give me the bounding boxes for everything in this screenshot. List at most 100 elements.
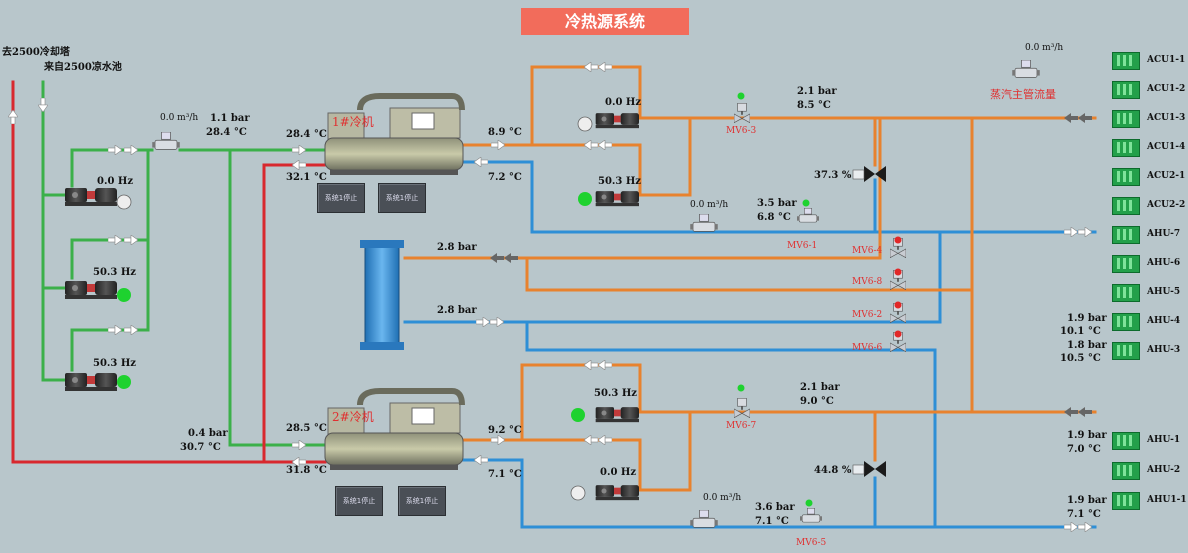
chiller-1-cw-in-temp: 28.4 °C (286, 129, 327, 140)
upper-return-pressure: 3.5 bar (757, 198, 797, 209)
chiller-2-cw-out-temp: 31.8 °C (286, 465, 327, 476)
cooling-pump-3-status (117, 375, 131, 389)
valve-mv6-3-label: MV6-3 (726, 126, 757, 136)
chiller-1-stop-button-1[interactable]: 系统1停止 (317, 183, 365, 213)
unit-acu1-4-icon[interactable] (1112, 139, 1140, 157)
valve-mv6-2-label: MV6-2 (852, 310, 883, 320)
steam-flow-meter (1012, 60, 1040, 78)
cooling-pump-3-freq: 50.3 Hz (93, 358, 136, 369)
chilled-pump-2[interactable] (595, 191, 639, 207)
unit-ahu-5-icon[interactable] (1112, 284, 1140, 302)
bypass-valve-lower[interactable] (852, 461, 886, 477)
ahu11-temp: 7.1 °C (1067, 509, 1101, 520)
cooling-pump-1-status (116, 194, 132, 210)
cooling-pump-1-freq: 0.0 Hz (97, 176, 134, 187)
upper-return-flow: 0.0 m³/h (690, 200, 729, 210)
steam-flow-reading: 0.0 m³/h (1025, 43, 1064, 53)
cooling-temp-reading: 28.4 °C (206, 127, 247, 138)
ahu4-pressure: 1.9 bar (1067, 313, 1107, 324)
cooling-pump-1[interactable] (65, 188, 117, 206)
unit-ahu-6-label: AHU-6 (1147, 258, 1181, 268)
chiller-1-chw-return-temp: 8.9 °C (488, 127, 522, 138)
chilled-pump-4-freq: 0.0 Hz (600, 467, 637, 478)
unit-ahu-3-label: AHU-3 (1147, 345, 1181, 355)
cooling-flow-reading: 0.0 m³/h (160, 113, 199, 123)
ahu1-temp: 7.0 °C (1067, 444, 1101, 455)
chilled-pump-1-freq: 0.0 Hz (605, 97, 642, 108)
unit-acu1-1-icon[interactable] (1112, 52, 1140, 70)
bypass-valve-upper[interactable] (852, 166, 886, 182)
unit-acu2-1-icon[interactable] (1112, 168, 1140, 186)
from-pool-label: 来自2500凉水池 (44, 62, 122, 73)
unit-ahu-4-icon[interactable] (1112, 313, 1140, 331)
unit-ahu-1-icon[interactable] (1112, 432, 1140, 450)
return-flow-meter-2 (690, 510, 718, 528)
unit-acu1-3-icon[interactable] (1112, 110, 1140, 128)
valve-mv6-7-label: MV6-7 (726, 421, 757, 431)
ahu11-pressure: 1.9 bar (1067, 495, 1107, 506)
cooling-pressure-reading: 1.1 bar (210, 113, 250, 124)
hx-pressure-bottom: 2.8 bar (437, 305, 477, 316)
chilled-pump-3[interactable] (595, 407, 639, 423)
unit-ahu-7-icon[interactable] (1112, 226, 1140, 244)
ahu1-pressure: 1.9 bar (1067, 430, 1107, 441)
chiller-1-label: 1#冷机 (332, 115, 374, 129)
chilled-pump-1[interactable] (595, 113, 639, 129)
lower-return-flow: 0.0 m³/h (703, 493, 742, 503)
valve-mv6-4-label: MV6-4 (852, 246, 883, 256)
chiller-2[interactable] (324, 388, 465, 470)
lower-supply-temp: 9.0 °C (800, 396, 834, 407)
unit-ahu-2-label: AHU-2 (1147, 465, 1181, 475)
chiller-2-stop-button-1[interactable]: 系统1停止 (335, 486, 383, 516)
chiller-2-stop-button-2[interactable]: 系统1停止 (398, 486, 446, 516)
lower-return-temp: 7.1 °C (755, 516, 789, 527)
lower-return-pressure: 3.6 bar (755, 502, 795, 513)
valve-mv6-7[interactable] (734, 398, 750, 418)
chiller-1[interactable] (324, 93, 465, 175)
valve-mv6-8-label: MV6-8 (852, 277, 883, 287)
ahu3-temp: 10.5 °C (1060, 353, 1101, 364)
valve-mv6-1-label: MV6-1 (787, 241, 818, 251)
return-flow-meter-1 (690, 214, 718, 232)
chiller-2-label: 2#冷机 (332, 410, 374, 424)
page-title: 冷热源系统 (521, 8, 689, 35)
unit-ahu-2-icon[interactable] (1112, 462, 1140, 480)
unit-ahu-1-label: AHU-1 (1147, 435, 1181, 445)
chiller-1-chw-supply-temp: 7.2 °C (488, 172, 522, 183)
ahu3-pressure: 1.8 bar (1067, 340, 1107, 351)
to-tower-label: 去2500冷却塔 (2, 47, 70, 58)
unit-acu2-2-label: ACU2-2 (1147, 200, 1186, 210)
unit-acu1-3-label: ACU1-3 (1147, 113, 1186, 123)
chiller-1-cw-out-temp: 32.1 °C (286, 172, 327, 183)
lower-supply-pressure: 2.1 bar (800, 382, 840, 393)
steam-flow-label: 蒸汽主管流量 (990, 88, 1056, 101)
chilled-pump-4[interactable] (595, 485, 639, 501)
chiller-2-chw-supply-temp: 7.1 °C (488, 469, 522, 480)
chilled-pump-3-freq: 50.3 Hz (594, 388, 637, 399)
unit-ahu-6-icon[interactable] (1112, 255, 1140, 273)
chiller-2-chw-return-temp: 9.2 °C (488, 425, 522, 436)
bypass-upper-opening: 37.3 % (814, 170, 852, 181)
unit-ahu-3-icon[interactable] (1112, 342, 1140, 360)
bypass-lower-opening: 44.8 % (814, 465, 852, 476)
valve-mv6-5-label: MV6-5 (796, 538, 827, 548)
cooling-return-temp: 30.7 °C (180, 442, 221, 453)
valve-mv6-3[interactable] (734, 103, 750, 123)
upper-supply-pressure: 2.1 bar (797, 86, 837, 97)
unit-acu1-2-icon[interactable] (1112, 81, 1140, 99)
unit-acu1-4-label: ACU1-4 (1147, 142, 1186, 152)
chilled-pump-2-freq: 50.3 Hz (598, 176, 641, 187)
chiller-1-stop-button-2[interactable]: 系统1停止 (378, 183, 426, 213)
unit-acu1-1-label: ACU1-1 (1147, 55, 1186, 65)
unit-ahu-7-label: AHU-7 (1147, 229, 1181, 239)
unit-acu2-2-icon[interactable] (1112, 197, 1140, 215)
cooling-pump-3[interactable] (65, 373, 117, 391)
unit-ahu1-1-icon[interactable] (1112, 492, 1140, 510)
cooling-pump-2[interactable] (65, 281, 117, 299)
unit-ahu-4-label: AHU-4 (1147, 316, 1181, 326)
valve-mv6-6-label: MV6-6 (852, 343, 883, 353)
unit-acu1-2-label: ACU1-2 (1147, 84, 1186, 94)
chiller-2-cw-in-temp: 28.5 °C (286, 423, 327, 434)
cooling-pump-2-freq: 50.3 Hz (93, 267, 136, 278)
